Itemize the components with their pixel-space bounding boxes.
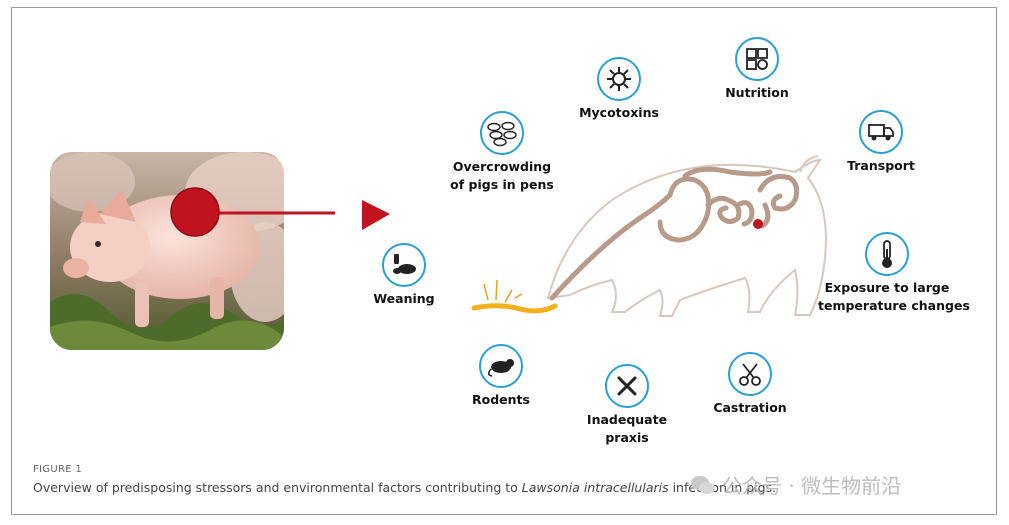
thermometer-icon <box>865 232 909 276</box>
feed-icon <box>735 37 779 81</box>
crowd-icon <box>480 111 524 155</box>
figure-label: FIGURE 1 <box>33 464 82 475</box>
stressor-mycotoxins: Mycotoxins <box>574 57 664 122</box>
watermark: 公众号 · 微生物前沿 <box>690 470 901 499</box>
wechat-icon <box>691 475 715 494</box>
stressor-label-line1: Overcrowding <box>452 159 552 174</box>
stressor-label: Weaning <box>373 291 435 306</box>
stressor-praxis: Inadequate praxis <box>584 364 670 447</box>
stressor-label: Mycotoxins <box>579 105 659 120</box>
stressor-label: Castration <box>713 400 787 415</box>
stressor-label-line1: Exposure to large <box>824 280 950 295</box>
stressor-label-line2: temperature changes <box>818 298 970 313</box>
stressor-label: Rodents <box>472 392 530 407</box>
stressor-label-line2: of pigs in pens <box>450 177 554 192</box>
caption-species: Lawsonia intracellularis <box>521 480 669 495</box>
stressor-label: Nutrition <box>725 85 789 100</box>
piglet-photo <box>50 152 284 350</box>
stressor-overcrowding: Overcrowding of pigs in pens <box>448 111 556 194</box>
truck-icon <box>859 110 903 154</box>
caption-pre: Overview of predisposing stressors and e… <box>33 480 522 495</box>
stressor-temperature: Exposure to large temperature changes <box>818 232 970 315</box>
cross-icon <box>605 364 649 408</box>
stressor-label-line2: praxis <box>605 430 649 445</box>
stressor-castration: Castration <box>708 352 792 417</box>
scissors-icon <box>728 352 772 396</box>
sow-bottle-icon <box>382 243 426 287</box>
watermark-text: 公众号 · 微生物前沿 <box>722 474 902 498</box>
stressor-nutrition: Nutrition <box>713 37 801 102</box>
virus-icon <box>597 57 641 101</box>
stressor-weaning: Weaning <box>364 243 444 308</box>
stressor-label-line1: Inadequate <box>586 412 668 427</box>
rat-icon <box>479 344 523 388</box>
stressor-rodents: Rodents <box>462 344 540 409</box>
figure-caption: Overview of predisposing stressors and e… <box>33 480 776 495</box>
stressor-label: Transport <box>847 158 915 173</box>
stressor-transport: Transport <box>837 110 925 175</box>
